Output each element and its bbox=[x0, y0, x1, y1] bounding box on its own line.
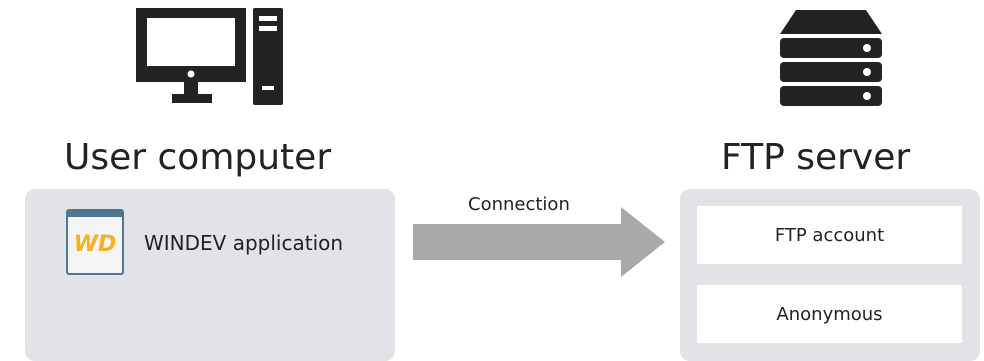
windev-icon-text: WD bbox=[74, 232, 117, 257]
ftp-account-box: FTP account bbox=[697, 206, 962, 264]
anonymous-box: Anonymous bbox=[697, 285, 962, 343]
windev-icon: WD bbox=[66, 209, 124, 275]
computer-icon bbox=[136, 8, 283, 105]
ftp-server-title: FTP server bbox=[721, 137, 911, 178]
connection-arrow bbox=[413, 207, 665, 277]
windev-application-label: WINDEV application bbox=[144, 231, 344, 255]
connection-label: Connection bbox=[468, 194, 570, 215]
user-computer-title: User computer bbox=[64, 137, 332, 178]
ftp-account-label: FTP account bbox=[774, 224, 885, 246]
anonymous-label: Anonymous bbox=[776, 303, 883, 325]
server-icon bbox=[780, 10, 882, 106]
